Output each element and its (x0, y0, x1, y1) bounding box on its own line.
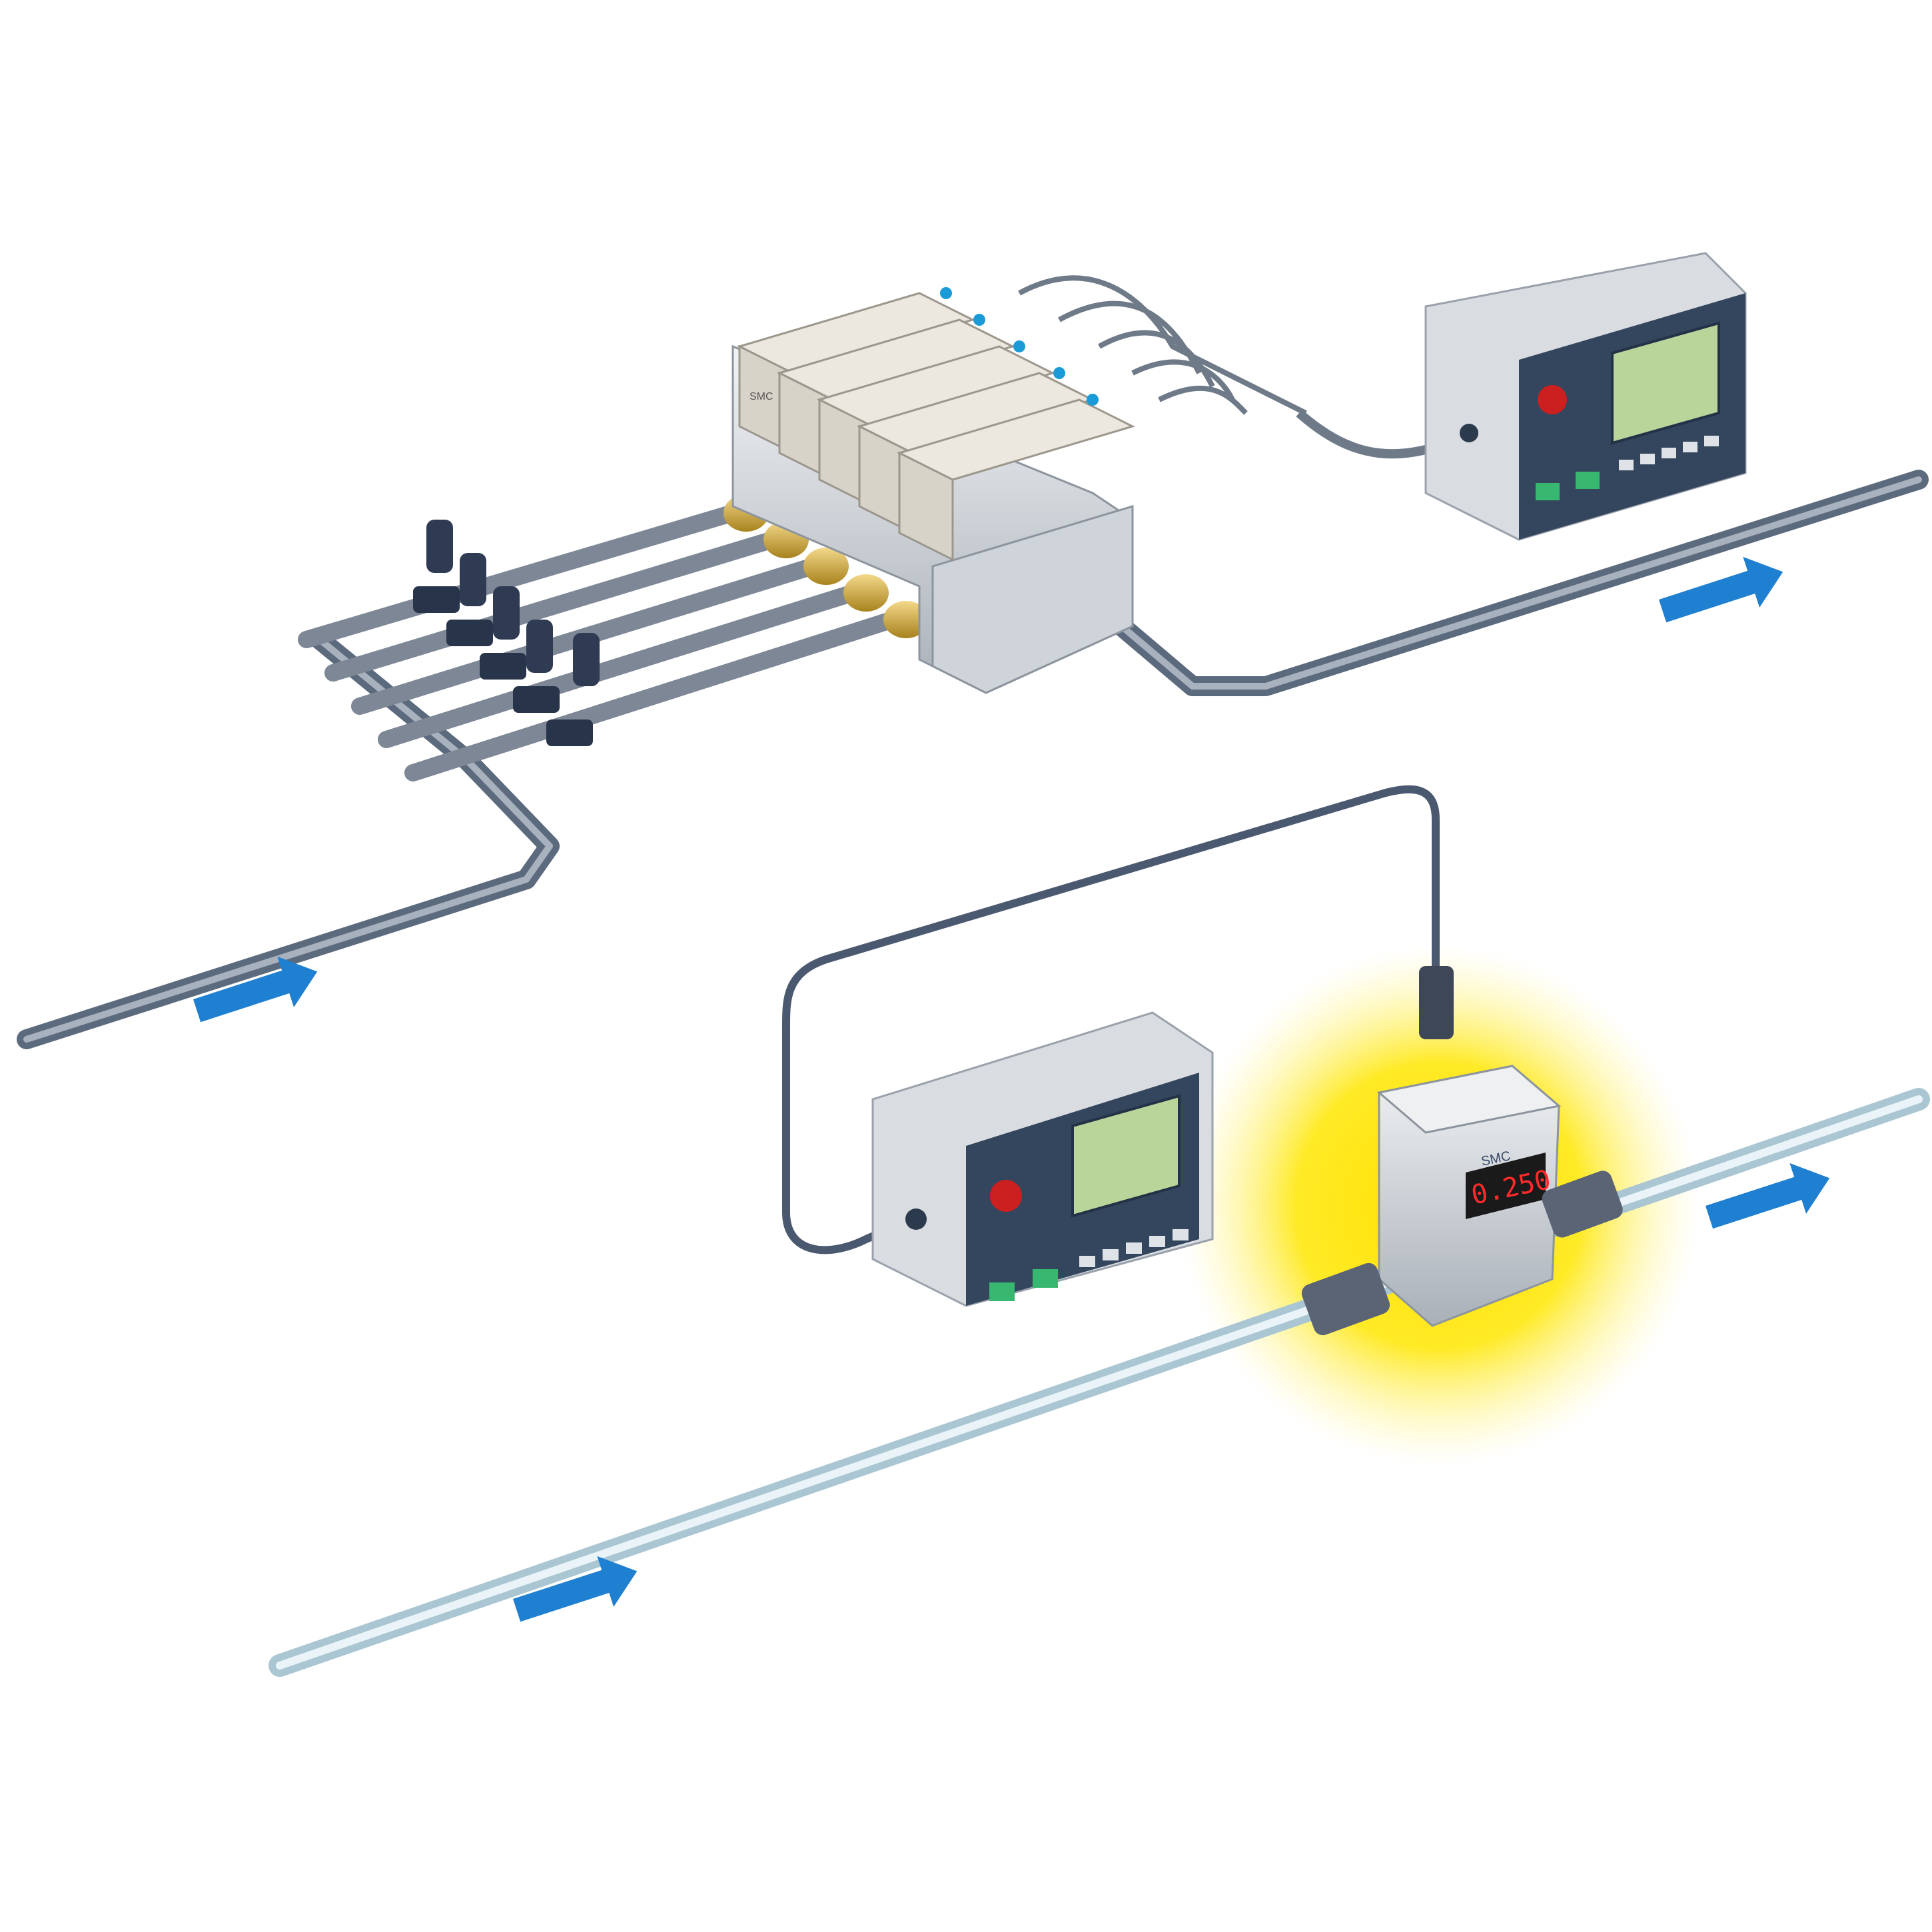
sensor-display (1466, 1153, 1546, 1219)
upper-inlet-pipe (17, 630, 560, 1049)
valve-5 (896, 398, 1136, 562)
upper-outlet-pipe (1096, 470, 1929, 696)
flow-arrow-upper-left (193, 956, 318, 1023)
lower-lcd-screen (1071, 1094, 1181, 1218)
flow-arrow-lower-left (513, 1556, 638, 1622)
lower-process-pipe (268, 1088, 1930, 1677)
sensor-outlet-fitting (1542, 1171, 1623, 1238)
upper-keypad (1619, 436, 1719, 470)
upper-controller (1424, 252, 1747, 541)
sensor-connector (1419, 966, 1454, 1039)
lower-green-button-1 (989, 1282, 1015, 1301)
branch-fittings (413, 520, 600, 746)
upper-stop-button (1538, 385, 1567, 414)
lower-controller (871, 1011, 1214, 1307)
valve-indicator-icon (973, 314, 985, 326)
sensor-inlet-fitting (1301, 1262, 1390, 1336)
upper-green-button-2 (1576, 472, 1600, 489)
pressure-sensor: 0.250 SMC (1301, 966, 1623, 1336)
valve-indicator-icon (1013, 340, 1025, 352)
upper-green-button-1 (1536, 483, 1560, 500)
lower-stop-button (990, 1180, 1022, 1212)
lower-green-button-2 (1033, 1269, 1058, 1288)
solenoid-valves: SMC (736, 287, 1136, 562)
sensor-cable (782, 785, 1440, 1254)
flow-arrows (193, 556, 1830, 1622)
valve-indicator-icon (1087, 394, 1099, 406)
flow-arrow-upper-right (1659, 556, 1783, 623)
upper-lcd-screen (1611, 321, 1720, 445)
flow-arrow-lower-right (1705, 1163, 1830, 1229)
valve-1-brand: SMC (749, 391, 773, 402)
valve-indicator-icon (940, 287, 952, 299)
valve-indicator-icon (1053, 367, 1065, 379)
lower-keypad (1079, 1229, 1189, 1267)
